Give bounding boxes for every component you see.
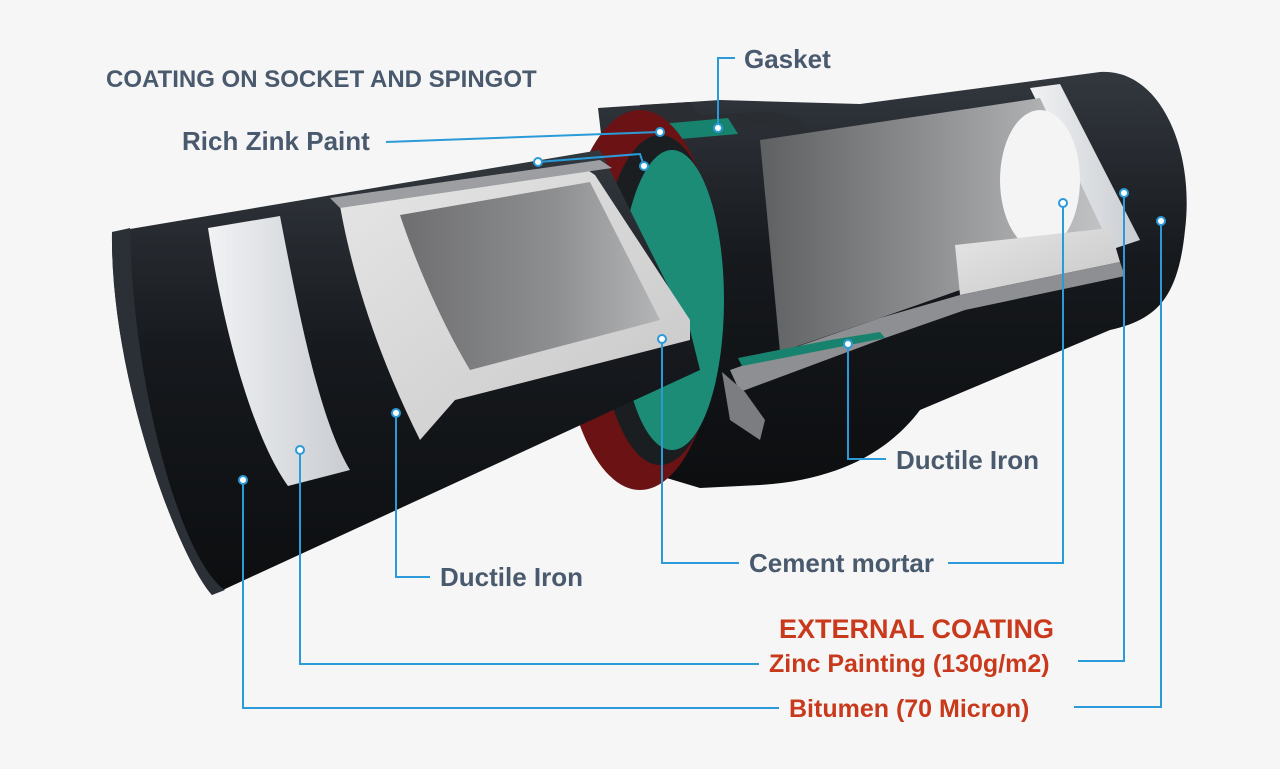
dot-cement-right — [1058, 198, 1068, 208]
leader-dots — [238, 123, 1166, 485]
leader-gasket — [717, 57, 735, 128]
leader-bitumen-right — [1074, 221, 1162, 708]
dot-rich-zink — [655, 127, 665, 137]
socket-ductile-iron-wall — [730, 262, 1125, 392]
label-external-coating-heading: EXTERNAL COATING — [779, 614, 1055, 644]
leader-ductile-right — [847, 344, 886, 460]
leader-zinc-right — [1078, 193, 1125, 662]
spigot-top-cut — [330, 160, 612, 208]
socket-cement-lining — [955, 228, 1120, 295]
label-ductile-iron-socket: Ductile Iron — [896, 445, 1040, 475]
spigot-end-edge — [111, 228, 225, 595]
socket-lower-cut — [722, 372, 765, 440]
label-gasket: Gasket — [744, 44, 831, 74]
dot-zinc-left — [295, 445, 305, 455]
dot-bitumen-right — [1156, 216, 1166, 226]
label-ductile-iron-spigot: Ductile Iron — [440, 562, 584, 592]
dot-bitumen-left — [238, 475, 248, 485]
spigot-zinc-band — [208, 216, 350, 486]
dot-zinc-right — [1119, 188, 1129, 198]
leader-rich-zink — [385, 131, 661, 143]
leader-bitumen-left — [242, 480, 779, 709]
label-cement-mortar: Cement mortar — [749, 548, 934, 578]
dot-cement-left — [657, 334, 667, 344]
dot-ductile-left — [391, 408, 401, 418]
leader-cement-left — [661, 339, 739, 564]
dot-rich-zink-3 — [639, 161, 649, 171]
spigot-pipe — [111, 150, 701, 595]
leader-ductile-left — [395, 413, 430, 578]
dot-rich-zink-2 — [533, 157, 543, 167]
label-zinc-painting: Zinc Painting (130g/m2) — [769, 650, 1050, 678]
label-bitumen: Bitumen (70 Micron) — [789, 695, 1030, 723]
dot-gasket — [713, 123, 723, 133]
dot-ductile-right — [843, 339, 853, 349]
socket-pipe — [598, 71, 1187, 488]
socket-bore-opening — [1000, 110, 1080, 250]
diagram-title: COATING ON SOCKET AND SPINGOT — [106, 66, 537, 93]
leader-zinc-left — [299, 450, 759, 665]
leader-cement-right — [948, 203, 1064, 564]
spigot-bore-interior — [400, 182, 660, 370]
label-rich-zink-paint: Rich Zink Paint — [182, 126, 370, 156]
